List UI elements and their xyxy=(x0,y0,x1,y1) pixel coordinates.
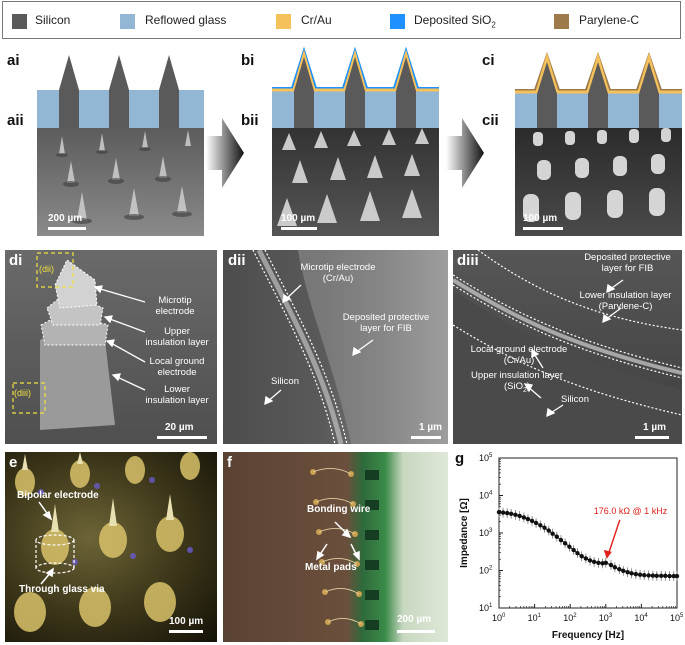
legend-swatch-cr-au xyxy=(276,14,291,29)
legend-box: Silicon Reflowed glass Cr/Au Deposited S… xyxy=(2,1,681,39)
annotation-microtip-cr-au: Microtip electrode (Cr/Au) xyxy=(300,262,376,284)
annotation-upper-insulation: Upper insulation layer xyxy=(145,326,209,348)
x-tick-label: 104 xyxy=(634,613,648,623)
x-tick-label: 101 xyxy=(528,613,542,623)
panel-label-e: e xyxy=(9,454,18,471)
annotation-local-ground-diii: Local ground electrode (Cr/Au) xyxy=(470,344,568,366)
annotation-protective-layer-diii: Deposited protective layer for FIB xyxy=(584,252,671,274)
panel-label-bi: bi xyxy=(241,52,255,69)
panel-label-ai: ai xyxy=(7,52,20,69)
schematic-ci xyxy=(515,51,682,128)
scalebar-diii xyxy=(635,436,669,439)
sem-image-di: di (dii) (diii) Microtip electrode Upper… xyxy=(5,250,217,444)
y-tick-label: 104 xyxy=(479,491,493,501)
annotation-bipolar-electrode: Bipolar electrode xyxy=(17,490,99,501)
scalebar-label-cii: 100 µm xyxy=(523,213,558,224)
panel-label-dii: dii xyxy=(228,252,246,269)
inset-label-dii: (dii) xyxy=(39,264,54,274)
annotation-silicon: Silicon xyxy=(271,376,299,387)
legend-label-silicon: Silicon xyxy=(35,13,71,27)
process-arrow-2 xyxy=(446,118,484,188)
inset-label-diii: (diii) xyxy=(14,388,31,398)
x-tick-label: 100 xyxy=(492,613,506,623)
scalebar-label-e: 100 µm xyxy=(169,616,204,627)
legend-swatch-parylene xyxy=(554,14,569,29)
annotation-microtip-electrode: Microtip electrode xyxy=(155,295,195,317)
annotation-arrow xyxy=(607,519,621,557)
panel-label-di: di xyxy=(9,252,23,269)
legend-label-parylene: Parylene-C xyxy=(579,13,640,27)
scalebar-cii xyxy=(523,227,563,230)
annotation-metal-pads: Metal pads xyxy=(305,562,357,573)
legend-label-reflowed-glass: Reflowed glass xyxy=(145,13,227,27)
schematic-bi xyxy=(272,46,439,128)
panel-label-bii: bii xyxy=(241,112,259,129)
scalebar-e xyxy=(169,630,203,633)
y-axis-label: Impedance [Ω] xyxy=(459,498,470,568)
scalebar-label-diii: 1 µm xyxy=(643,422,666,433)
y-tick-label: 103 xyxy=(479,528,493,538)
scalebar-label-di: 20 µm xyxy=(165,422,194,433)
scalebar-label-bii: 100 µm xyxy=(281,213,316,224)
annotation-silicon-diii: Silicon xyxy=(561,394,589,405)
legend-swatch-silicon xyxy=(12,14,27,29)
sem-image-dii: dii Microtip electrode (Cr/Au) Deposited… xyxy=(223,250,448,444)
scalebar-aii xyxy=(48,227,86,230)
process-arrow-1 xyxy=(206,118,244,188)
x-tick-label: 102 xyxy=(563,613,577,623)
legend-swatch-sio2 xyxy=(390,14,405,29)
scalebar-f xyxy=(397,630,435,633)
legend-swatch-reflowed-glass xyxy=(120,14,135,29)
panel-label-aii: aii xyxy=(7,112,24,129)
annotation-upper-insulation-diii: Upper insulation layer (SiO2) xyxy=(471,370,563,394)
photo-e: e Bipolar electrode Through glass via 10… xyxy=(5,452,217,642)
sem-image-diii: diii Deposited protective layer for FIB … xyxy=(453,250,682,444)
sem-image-cii: 100 µm xyxy=(515,128,682,236)
scalebar-label-dii: 1 µm xyxy=(419,422,442,433)
annotation-local-ground: Local ground electrode xyxy=(149,356,205,378)
sem-image-bii: 100 µm xyxy=(272,128,439,236)
scalebar-dii xyxy=(411,436,441,439)
schematic-ai xyxy=(37,55,204,128)
y-tick-label: 101 xyxy=(479,603,493,613)
impedance-line xyxy=(498,511,677,577)
annotation-text: 176.0 kΩ @ 1 kHz xyxy=(594,506,668,516)
panel-label-ci: ci xyxy=(482,52,495,69)
panel-label-diii: diii xyxy=(457,252,479,269)
x-tick-label: 105 xyxy=(670,613,683,623)
panel-label-g: g xyxy=(455,450,465,467)
photo-f: f Bonding wire Metal pads 200 µm xyxy=(223,452,448,642)
legend-label-sio2: Deposited SiO2 xyxy=(414,13,496,30)
scalebar-di xyxy=(157,436,207,439)
plot-frame xyxy=(498,457,678,609)
annotation-bonding-wire: Bonding wire xyxy=(307,504,371,515)
annotation-arrowhead xyxy=(603,549,612,559)
scalebar-label-f: 200 µm xyxy=(397,614,432,625)
scalebar-bii xyxy=(281,227,317,230)
panel-label-f: f xyxy=(227,454,232,471)
x-tick-label: 103 xyxy=(599,613,613,623)
panel-label-cii: cii xyxy=(482,112,499,129)
y-tick-label: 105 xyxy=(479,453,493,463)
legend-label-cr-au: Cr/Au xyxy=(301,13,332,27)
annotation-through-glass-via: Through glass via xyxy=(19,584,105,595)
sem-image-aii: 200 µm xyxy=(37,128,204,236)
scalebar-label-aii: 200 µm xyxy=(48,213,83,224)
annotation-lower-insulation-diii: Lower insulation layer (Parylene-C) xyxy=(579,290,672,312)
x-axis-label: Frequency [Hz] xyxy=(552,630,624,641)
annotation-lower-insulation: Lower insulation layer xyxy=(145,384,209,406)
y-tick-label: 102 xyxy=(479,566,493,576)
annotation-protective-layer: Deposited protective layer for FIB xyxy=(342,312,430,334)
